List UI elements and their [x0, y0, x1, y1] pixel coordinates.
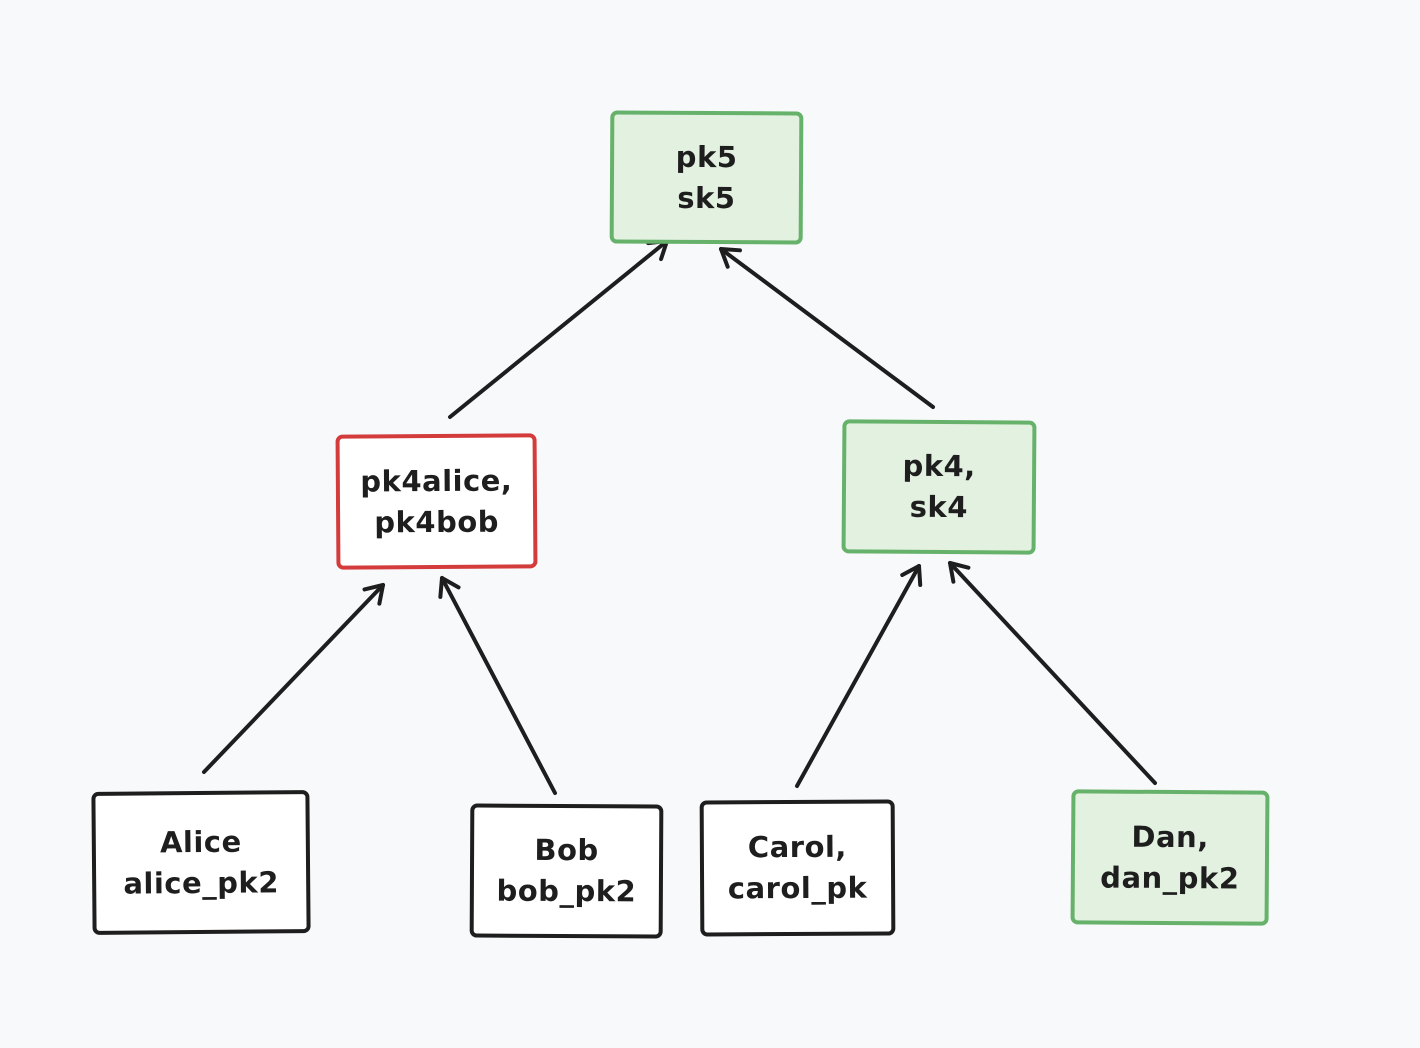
edge-bob-to-left-mid [438, 576, 557, 795]
node-bob-line-1: Bob [534, 832, 599, 868]
node-dan-line-2: dan_pk2 [1100, 860, 1240, 895]
edge-line [795, 564, 921, 788]
node-bob[interactable]: Bob bob_pk2 [469, 803, 664, 939]
arrowhead-icon [900, 564, 923, 587]
arrowhead-icon [948, 561, 971, 584]
node-dan[interactable]: Dan, dan_pk2 [1070, 789, 1270, 926]
node-root[interactable]: pk5 sk5 [609, 110, 804, 245]
node-dan-line-1: Dan, [1131, 819, 1209, 854]
node-alice-line-1: Alice [159, 824, 242, 859]
node-left-mid-line-1: pk4alice, [360, 462, 513, 499]
node-left-mid[interactable]: pk4alice, pk4bob [335, 433, 538, 570]
node-right-mid[interactable]: pk4, sk4 [841, 419, 1037, 555]
edge-carol-to-right-mid [795, 564, 923, 788]
node-carol[interactable]: Carol, carol_pk [699, 799, 896, 937]
edge-right-mid-to-root [719, 247, 935, 409]
edge-line [448, 239, 669, 419]
node-root-line-1: pk5 [675, 139, 738, 174]
edge-line [202, 583, 385, 774]
node-carol-line-2: carol_pk [727, 870, 868, 906]
edge-left-mid-to-root [448, 239, 669, 419]
node-left-mid-line-2: pk4bob [374, 504, 500, 539]
arrowhead-icon [438, 576, 461, 599]
node-right-mid-line-2: sk4 [909, 489, 969, 525]
arrowhead-icon [362, 583, 385, 606]
node-root-line-2: sk5 [677, 180, 736, 215]
node-carol-line-1: Carol, [747, 829, 847, 865]
edge-alice-to-left-mid [202, 583, 385, 774]
node-right-mid-line-1: pk4, [902, 448, 976, 484]
edge-dan-to-right-mid [948, 561, 1157, 785]
node-bob-line-2: bob_pk2 [496, 873, 637, 909]
arrowhead-icon [719, 247, 742, 269]
node-alice-line-2: alice_pk2 [123, 864, 280, 901]
node-alice[interactable]: Alice alice_pk2 [91, 790, 311, 935]
edge-line [948, 561, 1157, 785]
edge-line [719, 247, 935, 409]
edge-line [440, 576, 557, 795]
